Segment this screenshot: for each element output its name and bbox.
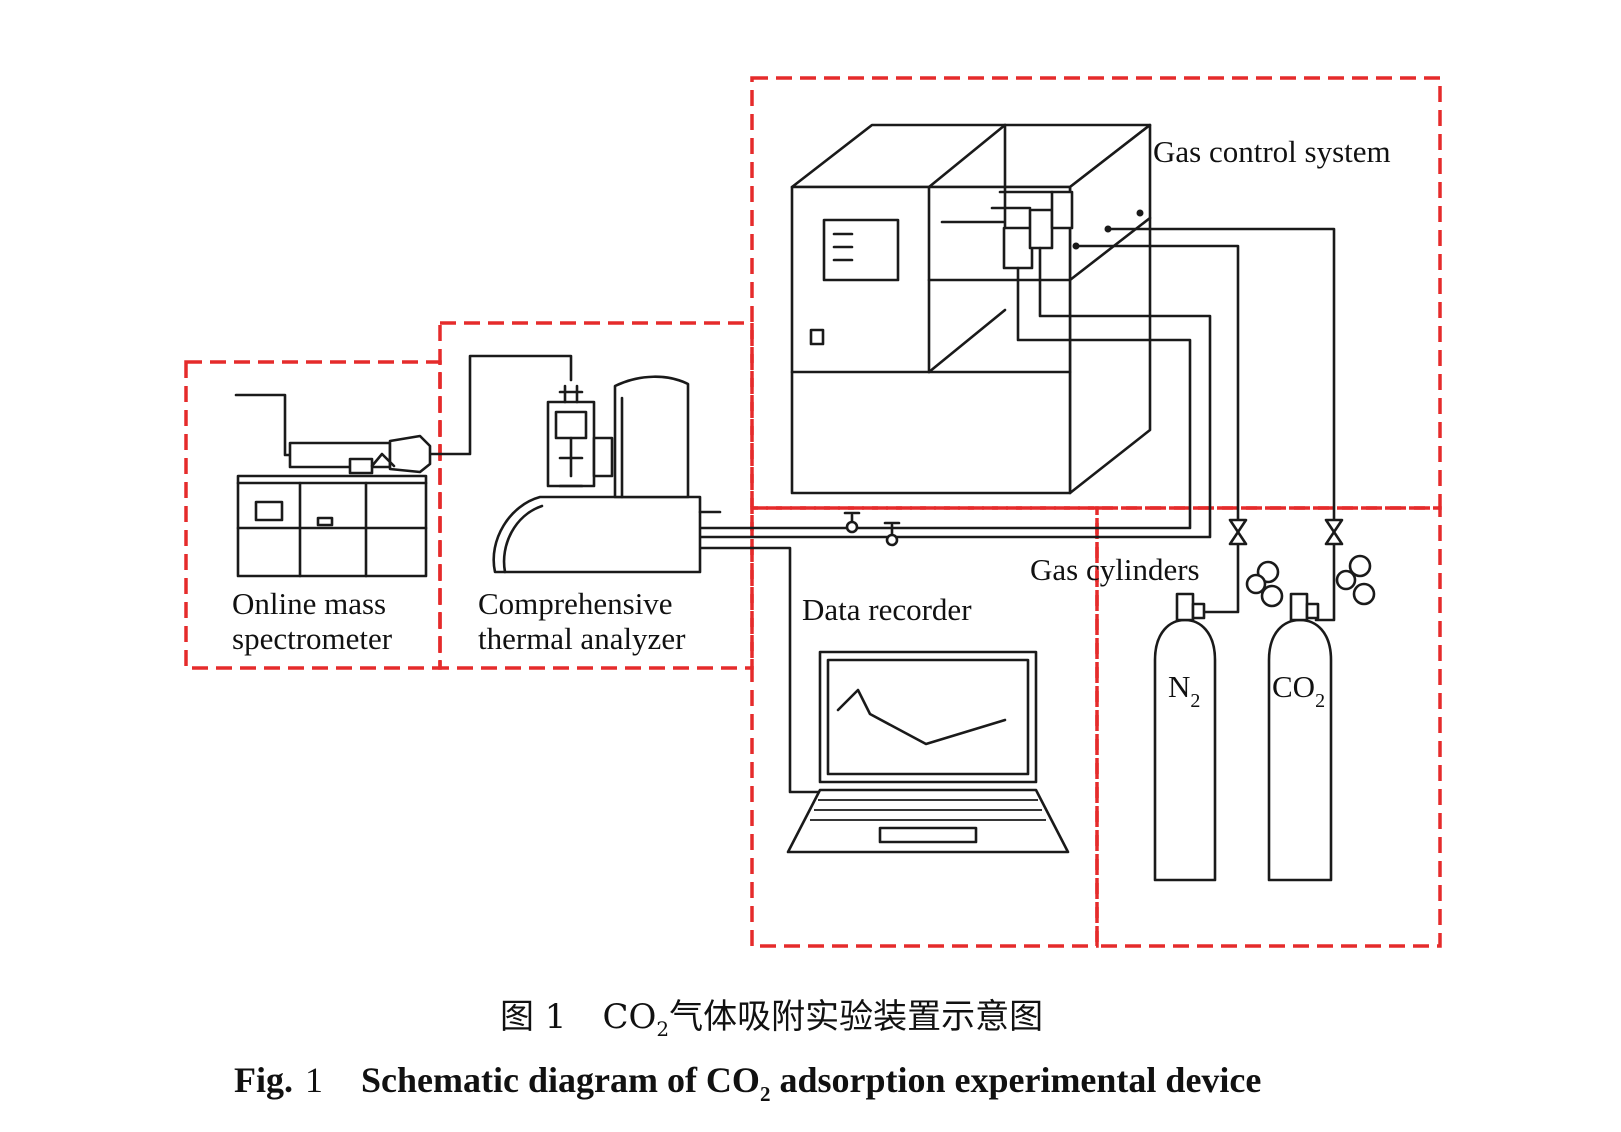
mass-spectrometer-label-line2: spectrometer xyxy=(232,621,393,656)
n2-cylinder xyxy=(1153,560,1284,882)
co2-cylinder xyxy=(1267,554,1376,882)
control-panel-display xyxy=(822,218,900,282)
co2-label: CO2 xyxy=(1272,669,1325,712)
co2-line-valve xyxy=(1324,518,1344,546)
thermal-analyzer-device xyxy=(492,375,722,574)
cabinet-switch xyxy=(809,328,825,346)
gas-control-system-label: Gas control system xyxy=(1153,134,1391,169)
gas-control-boundary xyxy=(750,76,1442,510)
pipe-valve-1 xyxy=(843,511,861,534)
n2-label: N2 xyxy=(1168,669,1200,712)
gas-piping xyxy=(428,227,1344,794)
data-recorder-boundary xyxy=(750,506,1099,948)
thermal-analyzer-label-line2: thermal analyzer xyxy=(478,621,686,656)
subsystem-boundaries xyxy=(184,76,1442,948)
pipe-valve-2 xyxy=(883,521,901,547)
gas-control-cabinet xyxy=(790,123,1152,495)
n2-line-valve xyxy=(1228,518,1248,546)
mass-spectrometer-label-line1: Online mass xyxy=(232,586,386,621)
mass-spectrometer-boundary xyxy=(184,360,442,670)
thermal-analyzer-label-line1: Comprehensive xyxy=(478,586,673,621)
data-recorder-label: Data recorder xyxy=(802,592,972,627)
data-recorder-laptop xyxy=(786,650,1070,854)
thermal-analyzer-boundary xyxy=(438,321,754,670)
recorded-curve xyxy=(836,688,1007,746)
gas-cylinders-boundary xyxy=(1095,506,1442,948)
gas-cylinders-label: Gas cylinders xyxy=(1030,552,1200,587)
mass-spectrometer-device xyxy=(234,393,432,578)
